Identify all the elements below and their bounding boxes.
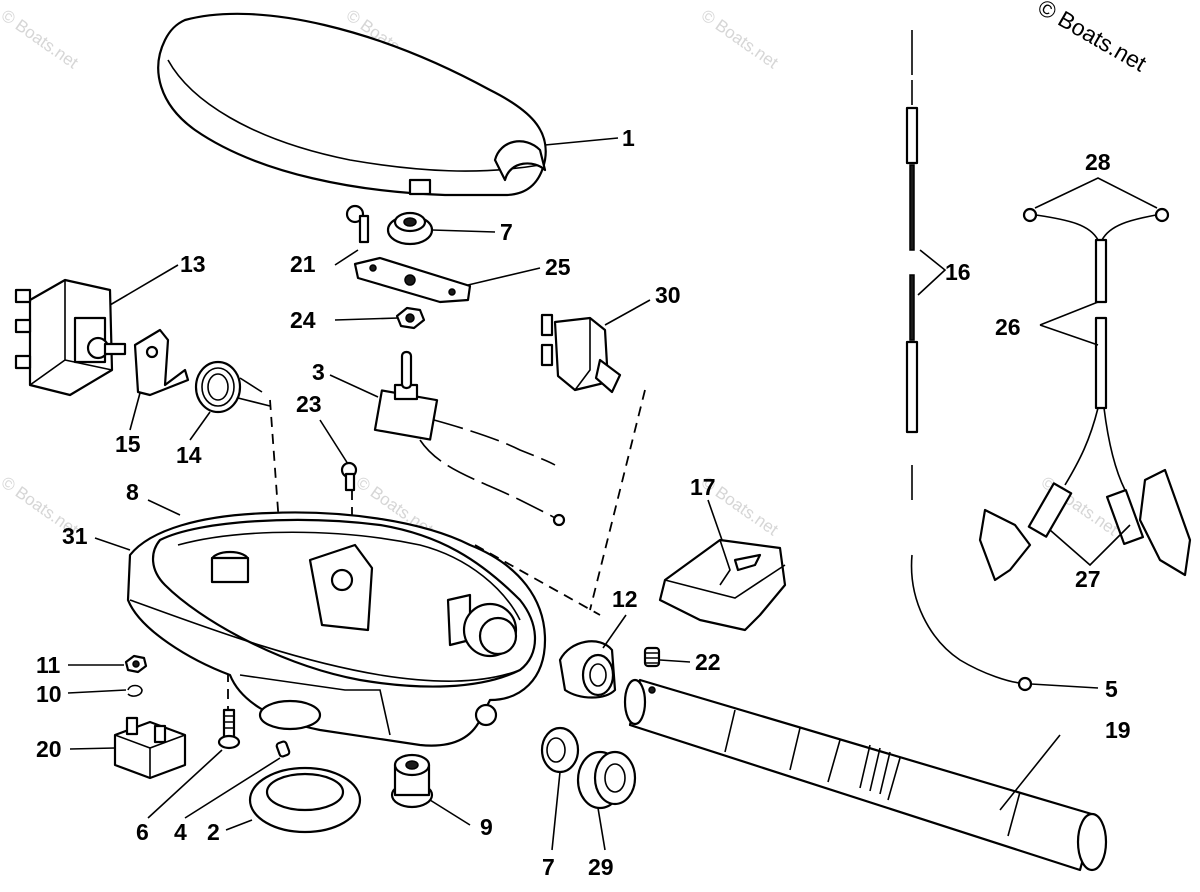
watermark: © Boats.net	[698, 6, 782, 73]
callout-24: 24	[290, 307, 316, 333]
callout-20: 20	[36, 736, 62, 762]
part-23-screw	[340, 461, 358, 492]
callout-11: 11	[36, 652, 61, 678]
part-30-switch	[540, 313, 622, 394]
callout-5: 5	[1105, 676, 1118, 702]
part-22-setscrew	[643, 646, 661, 668]
callout-3: 3	[312, 359, 325, 385]
part-13-switch-block	[14, 278, 127, 397]
part-7-bushing-lower	[540, 726, 580, 774]
copyright-text: © Boats.net	[1034, 0, 1152, 77]
part-29-bearing	[576, 750, 637, 810]
callout-25: 25	[545, 254, 571, 280]
callout-8: 8	[126, 479, 139, 505]
callout-1: 1	[622, 125, 635, 151]
callout-31: 31	[62, 523, 88, 549]
callout-19: 19	[1105, 717, 1131, 743]
callout-16: 16	[945, 259, 971, 285]
part-19-shaft	[623, 678, 1108, 872]
callout-27: 27	[1075, 566, 1101, 592]
part-3-toggle-switch	[373, 350, 566, 527]
part-11-nut	[124, 654, 148, 674]
part-7-bushing-top	[386, 211, 434, 246]
part-12-cap	[558, 640, 617, 699]
callout-28: 28	[1085, 149, 1111, 175]
callout-12: 12	[612, 586, 638, 612]
part-10-washer	[127, 684, 143, 697]
callout-30: 30	[655, 282, 681, 308]
part-25-plate	[353, 256, 472, 304]
callout-6: 6	[136, 819, 149, 845]
callout-7-lower: 7	[542, 854, 555, 880]
callout-26: 26	[995, 314, 1021, 340]
callout-17: 17	[690, 474, 716, 500]
leader-lines	[67, 137, 1158, 851]
callout-4: 4	[174, 819, 187, 845]
part-21-screw	[345, 204, 370, 244]
callout-23: 23	[296, 391, 322, 417]
part-2-ring	[248, 766, 362, 834]
callout-15: 15	[115, 431, 141, 457]
callout-13: 13	[180, 251, 206, 277]
part-14-spring	[194, 360, 271, 414]
part-4-setscrew	[275, 740, 291, 758]
callout-labels: 1 7 21 25 24 30 13 3 23 15 14 8 31 17 12…	[36, 125, 1131, 880]
callout-7-top: 7	[500, 219, 513, 245]
part-16-cable	[905, 30, 1033, 692]
callout-29: 29	[588, 854, 614, 880]
callout-21: 21	[290, 251, 316, 277]
part-20-terminal-block	[113, 716, 187, 780]
part-1-top-cover	[157, 12, 547, 197]
part-15-clip	[133, 328, 190, 397]
callout-2: 2	[207, 819, 220, 845]
callout-10: 10	[36, 681, 62, 707]
part-8-lower-housing	[126, 511, 547, 747]
part-17-bracket	[658, 538, 787, 632]
part-6-screw	[217, 708, 241, 750]
callout-9: 9	[480, 814, 493, 840]
callout-22: 22	[695, 649, 721, 675]
part-9-bushing	[390, 753, 434, 809]
watermark: © Boats.net	[0, 6, 82, 73]
part-24-nut	[395, 306, 426, 330]
part-28-harness	[978, 207, 1192, 582]
callout-14: 14	[176, 442, 202, 468]
